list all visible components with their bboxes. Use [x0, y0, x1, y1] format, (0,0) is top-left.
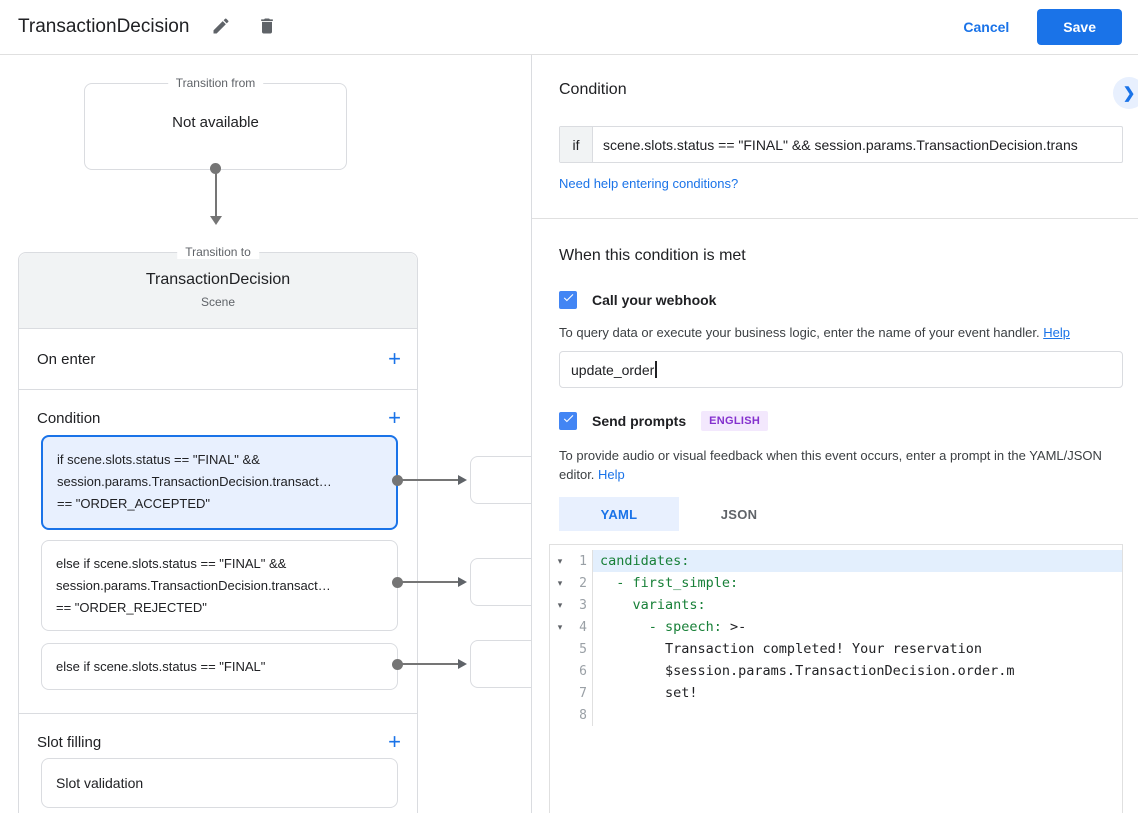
save-button[interactable]: Save	[1037, 9, 1122, 45]
editor-tabs: YAML JSON	[559, 497, 799, 531]
code-line: 5 Transaction completed! Your reservatio…	[550, 638, 1122, 660]
fold-arrow-icon[interactable]: ▾	[557, 577, 563, 588]
condition-line: else if scene.slots.status == "FINAL" &&	[56, 556, 287, 571]
scene-flow-diagram: Transition from Not available Transition…	[0, 55, 531, 813]
condition-expression-row: if scene.slots.status == "FINAL" && sess…	[559, 126, 1123, 163]
panel-divider	[532, 218, 1138, 219]
check-icon	[562, 412, 575, 430]
fold-arrow-icon[interactable]: ▾	[557, 599, 563, 610]
scene-title: TransactionDecision	[145, 271, 291, 288]
edit-button[interactable]	[207, 13, 235, 41]
fold-arrow-icon[interactable]: ▾	[557, 555, 563, 566]
prompts-help-link[interactable]: Help	[598, 467, 625, 482]
tab-json[interactable]: JSON	[679, 497, 799, 531]
condition-line: == "ORDER_REJECTED"	[56, 600, 207, 615]
trash-icon	[257, 16, 277, 39]
prompts-description: To provide audio or visual feedback when…	[559, 448, 1102, 482]
add-on-enter-button[interactable]: +	[388, 346, 401, 371]
on-enter-section: On enter +	[19, 329, 417, 389]
section-divider	[19, 389, 417, 390]
connector-line	[215, 173, 217, 217]
language-badge: ENGLISH	[701, 411, 769, 431]
webhook-check-row: Call your webhook	[559, 291, 716, 309]
condition-line: session.params.TransactionDecision.trans…	[57, 474, 332, 489]
arrow-down-icon	[210, 216, 222, 225]
code-line: 6 $session.params.TransactionDecision.or…	[550, 660, 1122, 682]
collapse-panel-button[interactable]: ❯	[1113, 77, 1138, 109]
transition-target-box[interactable]	[470, 456, 531, 504]
add-slot-button[interactable]: +	[388, 729, 401, 754]
arrow-right-icon	[458, 475, 467, 485]
slot-validation-card[interactable]: Slot validation	[41, 758, 398, 808]
text-cursor	[655, 361, 657, 378]
add-condition-button[interactable]: +	[388, 405, 401, 430]
condition-line: else if scene.slots.status == "FINAL"	[56, 658, 266, 674]
prompts-checkbox[interactable]	[559, 412, 577, 430]
connector-line	[397, 663, 458, 665]
tab-yaml[interactable]: YAML	[559, 497, 679, 531]
slot-filling-section: Slot filling +	[19, 725, 417, 759]
condition-detail-panel: Condition ❯ if scene.slots.status == "FI…	[531, 55, 1138, 813]
connector-dot	[210, 163, 221, 174]
code-line: ▾ 1 candidates:	[550, 550, 1122, 572]
chevron-right-icon: ❯	[1122, 85, 1136, 102]
top-bar: TransactionDecision Cancel Save	[0, 0, 1138, 55]
webhook-label: Call your webhook	[592, 292, 717, 308]
condition-card-accepted[interactable]: if scene.slots.status == "FINAL" && sess…	[41, 435, 398, 530]
code-line: ▾ 3 variants:	[550, 594, 1122, 616]
code-line: 8	[550, 704, 1122, 726]
condition-help-link[interactable]: Need help entering conditions?	[559, 176, 739, 191]
webhook-description: To query data or execute your business l…	[559, 325, 1070, 340]
page-title: TransactionDecision	[18, 16, 190, 37]
scene-subtitle: Scene	[200, 295, 236, 309]
connector-line	[397, 581, 458, 583]
webhook-input-value: update_order	[571, 361, 655, 378]
fold-arrow-icon[interactable]: ▾	[557, 621, 563, 632]
condition-line: if scene.slots.status == "FINAL" &&	[57, 452, 260, 467]
code-line: 7 set!	[550, 682, 1122, 704]
cancel-button[interactable]: Cancel	[963, 19, 1010, 35]
transition-from-label: Transition from	[167, 76, 264, 90]
check-icon	[562, 291, 575, 309]
section-divider	[19, 713, 417, 714]
connector-line	[397, 479, 458, 481]
condition-card-final[interactable]: else if scene.slots.status == "FINAL"	[41, 643, 398, 690]
transition-target-box[interactable]	[470, 558, 531, 606]
prompts-label: Send prompts	[592, 413, 687, 429]
panel-heading: Condition	[559, 81, 627, 98]
prompts-check-row: Send prompts ENGLISH	[559, 411, 769, 431]
transition-from-box[interactable]: Transition from Not available	[84, 76, 347, 170]
slot-filling-label: Slot filling	[37, 733, 102, 751]
condition-expression-input[interactable]: scene.slots.status == "FINAL" && session…	[603, 136, 1078, 153]
condition-line: == "ORDER_ACCEPTED"	[57, 496, 210, 511]
if-prefix-label: if	[560, 127, 593, 162]
condition-line: session.params.TransactionDecision.trans…	[56, 578, 331, 593]
arrow-right-icon	[458, 659, 467, 669]
on-enter-label: On enter	[37, 350, 96, 368]
webhook-checkbox[interactable]	[559, 291, 577, 309]
webhook-input[interactable]: update_order	[559, 351, 1123, 388]
arrow-right-icon	[458, 577, 467, 587]
transition-to-label: Transition to	[177, 245, 259, 259]
main-content: Transition from Not available Transition…	[0, 55, 1138, 813]
scene-header: TransactionDecision Scene	[19, 253, 417, 329]
transition-target-box[interactable]	[470, 640, 531, 688]
when-met-heading: When this condition is met	[559, 247, 746, 264]
transition-from-content: Not available	[172, 114, 259, 131]
slot-card-label: Slot validation	[56, 775, 144, 791]
condition-section-label: Condition	[37, 409, 101, 427]
condition-card-rejected[interactable]: else if scene.slots.status == "FINAL" &&…	[41, 540, 398, 631]
pencil-icon	[211, 16, 231, 39]
condition-section: Condition +	[19, 401, 417, 435]
delete-button[interactable]	[253, 13, 281, 41]
webhook-help-link[interactable]: Help	[1043, 325, 1070, 340]
code-line: ▾ 4 - speech: >-	[550, 616, 1122, 638]
code-line: ▾ 2 - first_simple:	[550, 572, 1122, 594]
yaml-code-editor[interactable]: ▾ 1 candidates: ▾ 2 - first_simple: ▾ 3 …	[549, 544, 1123, 813]
transition-to-box: Transition to TransactionDecision Scene …	[18, 245, 418, 813]
